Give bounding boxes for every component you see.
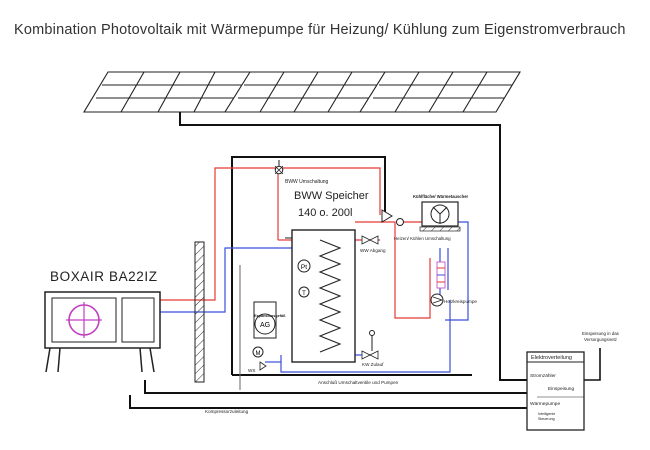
solar-panel-3 [359,71,521,113]
sensor-pt: Pt [297,259,311,273]
bww-storage-tank [285,229,356,363]
house-wall [194,241,205,383]
speicher-label-2: 140 o. 200l [298,207,352,219]
expansion-label: Expansionsgefäß [254,314,286,318]
solar-panel-1 [83,71,251,113]
elektroverteilung-label: Elektroverteilung [531,355,572,361]
heat-cool-valve [381,209,404,226]
heating-coil [318,239,342,353]
sensor-t: T [298,286,310,298]
bww-umschaltung-label: BWW Umschaltung [285,179,329,185]
control-cabling [129,156,527,409]
diagram-title: Kombination Photovoltaik mit Wärmepumpe … [14,22,626,38]
kuehlflaeche-label: Kühlfläche/ Wärmetauscher [413,194,469,199]
kw-inlet-valve [361,330,379,360]
speicher-label-1: BWW Speicher [294,190,369,202]
hot-water-pipes [160,167,431,319]
heizen-kuehlen-label: Heizen/ Kühlen Umschaltung [394,236,451,241]
ww-abgang-label: WW Abgang [360,248,386,253]
steuerung-label-2: Steuerung [538,417,555,421]
svg-text:M: M [256,351,261,357]
svg-text:Pt: Pt [301,264,307,271]
ws-label: WS [248,368,255,373]
heating-circuit-pump [430,261,446,307]
einspeisung-netz-label-1: Einspeisung in das [582,331,620,336]
kw-zulauf-label: KW Zulauf [362,362,384,367]
ww-outlet-valve [361,235,379,245]
boxair-heatpump-unit [44,291,161,373]
pv-cable [179,112,530,381]
electrical-distribution [526,351,585,431]
boxair-label: BOXAIR BA22IZ [50,269,158,284]
svg-text:T: T [302,291,306,297]
steuerung-label-1: Intelligente [538,412,555,416]
svg-text:AG: AG [260,322,270,329]
bww-switch-valve [274,160,284,175]
kompressor-label: Kompressorzuleitung [205,409,249,414]
anschluss-label: Anschluß Umschaltventile und Pumpen [318,380,399,385]
heizkreispumpe-label: Heizkreispumpe [444,299,477,304]
cooling-heat-exchanger [419,201,461,232]
waermepumpe-label: Wärmepumpe [530,401,560,407]
expansion-vessel-group: AG M [252,301,277,371]
einspeisung-netz-label-2: Versorgungsnetz [584,337,617,342]
grid-feed-cable [584,348,601,381]
einspeisung-label: Einspeisung [548,386,574,392]
solar-panel-2 [224,71,386,113]
stromzaehler-label: Stromzähler [530,373,556,379]
